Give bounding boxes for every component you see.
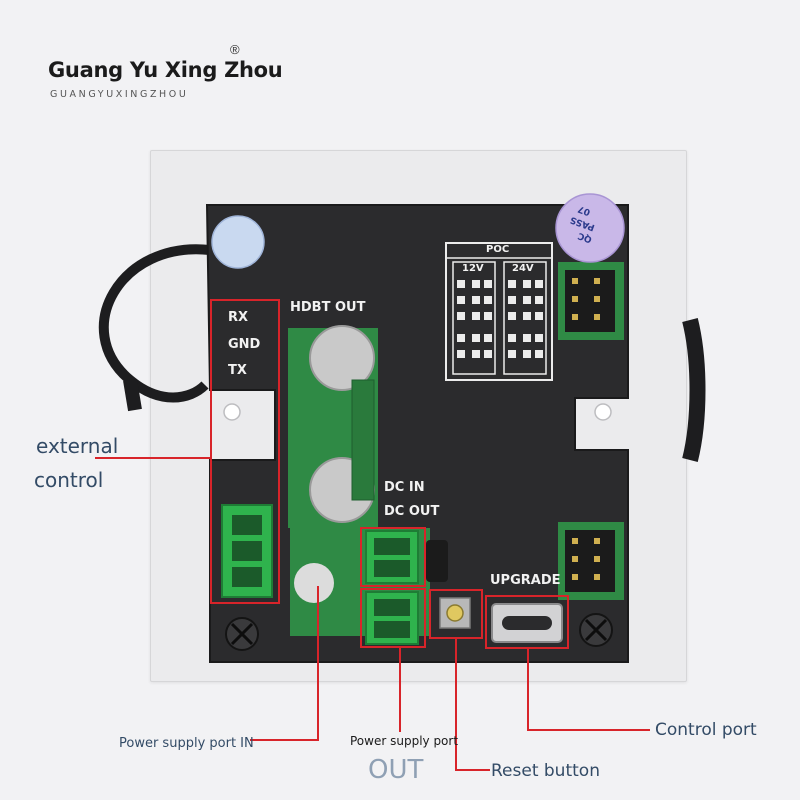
registered-mark: ®	[230, 42, 240, 57]
capacitor-small	[426, 540, 448, 582]
callout-box-dc-in	[360, 527, 426, 587]
cable-right	[682, 318, 706, 462]
label-dc-out: DC OUT	[384, 504, 440, 519]
callout-box-dc-out	[360, 588, 426, 648]
label-hdbt-out: HDBT OUT	[290, 300, 366, 315]
leader-lines	[95, 457, 650, 771]
callout-box-external-control	[210, 299, 280, 604]
pcb-trace-block	[351, 379, 375, 501]
qc-pass-sticker	[555, 193, 625, 263]
screw-right	[579, 613, 613, 647]
label-gnd: GND	[228, 337, 261, 352]
poc-jumper-dots	[457, 280, 543, 358]
screw-left	[225, 617, 259, 651]
label-tx: TX	[228, 363, 247, 378]
annotation-power-out-label: Power supply port	[350, 734, 459, 748]
label-poc-24v: 24V	[512, 263, 534, 274]
label-dc-in: DC IN	[384, 480, 425, 495]
pin-header-top	[558, 262, 624, 340]
qc-sticker-small	[294, 563, 334, 603]
mount-hole-left	[223, 403, 241, 421]
annotation-reset: Reset button	[491, 761, 600, 781]
cable-left	[98, 244, 211, 403]
annotation-power-in: Power supply port IN	[119, 736, 254, 751]
brand-name: Guang Yu Xing Zhou	[48, 58, 283, 82]
label-poc: POC	[486, 244, 510, 255]
label-poc-12v: 12V	[462, 263, 484, 274]
label-upgrade: UPGRADE	[490, 573, 561, 588]
annotation-external: external	[36, 434, 119, 458]
mount-hole-right	[594, 403, 612, 421]
label-rx: RX	[228, 310, 249, 325]
annotation-power-out-big: OUT	[368, 755, 424, 785]
brand-subtitle: GUANGYUXINGZHOU	[50, 89, 189, 100]
pin-header-bottom	[558, 522, 624, 600]
poc-frame	[445, 242, 553, 381]
capacitor-top	[309, 325, 375, 391]
round-sticker-topleft	[211, 215, 265, 269]
annotation-control-port: Control port	[655, 720, 757, 740]
annotation-control: control	[34, 468, 104, 492]
cable-plug-left	[123, 378, 142, 412]
